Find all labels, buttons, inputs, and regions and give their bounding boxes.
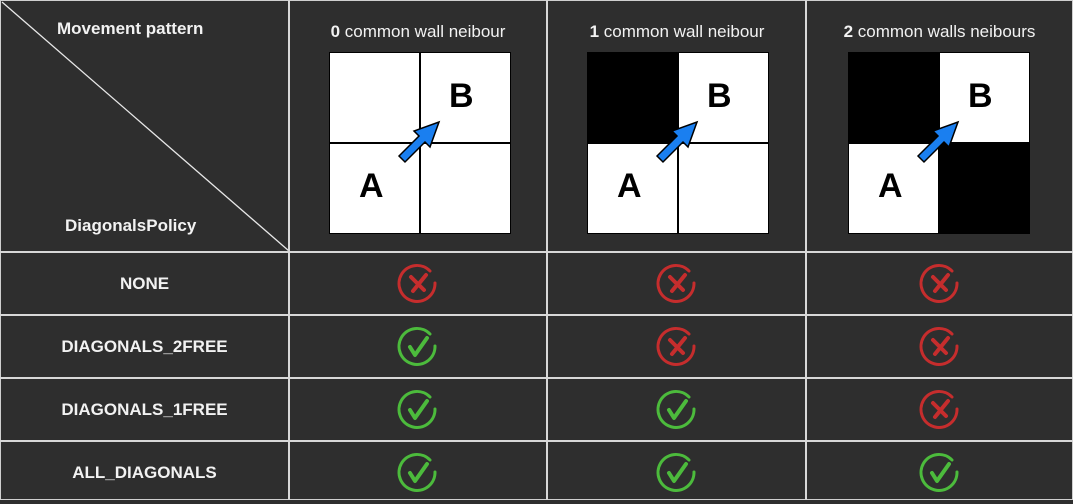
policy-result-cell [548,378,806,441]
row-divider [0,377,1073,379]
policy-result-cell [548,315,806,378]
wall-cell [940,144,1029,233]
movement-grid: B A [848,52,1030,234]
diagonal-arrow-icon [655,120,699,164]
policy-result-cell [289,441,547,504]
policy-label: ALL_DIAGONALS [72,462,217,482]
movement-grid: B A [329,52,511,234]
free-cell [679,144,768,233]
cell-label-a: A [617,167,642,205]
policy-result-cell [548,252,806,315]
cross-circle-icon [656,326,696,366]
column-divider [546,0,548,500]
row-divider [0,251,1073,253]
diagonal-arrow-icon [397,120,441,164]
policy-result-cell [548,441,806,504]
policy-result-cell [289,378,547,441]
check-circle-icon [656,452,696,492]
free-cell [330,53,419,142]
cross-circle-icon [919,263,959,303]
wall-cell [588,53,677,142]
policy-result-cell [806,315,1073,378]
check-circle-icon [656,389,696,429]
cross-circle-icon [919,326,959,366]
corner-diagonal-line [1,1,290,252]
movement-grid: B A [587,52,769,234]
cell-label-b: B [707,77,732,115]
cell-label-a: A [359,167,384,205]
wall-cell [849,53,938,142]
policy-result-cell [806,252,1073,315]
corner-label-diagonals-policy: DiagonalsPolicy [65,216,197,235]
column-header: 1 common wall neibour [548,22,806,42]
policy-label: DIAGONALS_2FREE [61,336,228,356]
cross-circle-icon [919,389,959,429]
column-header-text: common walls neibours [853,22,1036,41]
policy-label: DIAGONALS_1FREE [61,399,228,419]
corner-label-movement-pattern: Movement pattern [57,19,204,38]
column-header: 0 common wall neibour [289,22,547,42]
cell-label-b: B [449,77,474,115]
check-circle-icon [919,452,959,492]
column-divider [805,0,807,500]
wall-count: 2 [843,22,854,41]
policy-result-cell [806,441,1073,504]
column-header-text: common wall neibour [340,22,506,41]
check-circle-icon [397,389,437,429]
policy-result-cell [289,252,547,315]
check-circle-icon [397,326,437,366]
policy-result-cell [806,378,1073,441]
column-divider [288,0,290,500]
free-cell [421,144,510,233]
column-header: 2 common walls neibours [806,22,1073,42]
cross-circle-icon [656,263,696,303]
wall-count: 1 [589,22,600,41]
cell-label-b: B [968,77,993,115]
column-header-text: common wall neibour [599,22,765,41]
diagonal-arrow-icon [916,120,960,164]
row-divider [0,314,1073,316]
check-circle-icon [397,452,437,492]
policy-result-cell [289,315,547,378]
cell-label-a: A [878,167,903,205]
row-divider [0,440,1073,442]
wall-count: 0 [330,22,341,41]
policy-label: NONE [119,273,170,293]
cross-circle-icon [397,263,437,303]
